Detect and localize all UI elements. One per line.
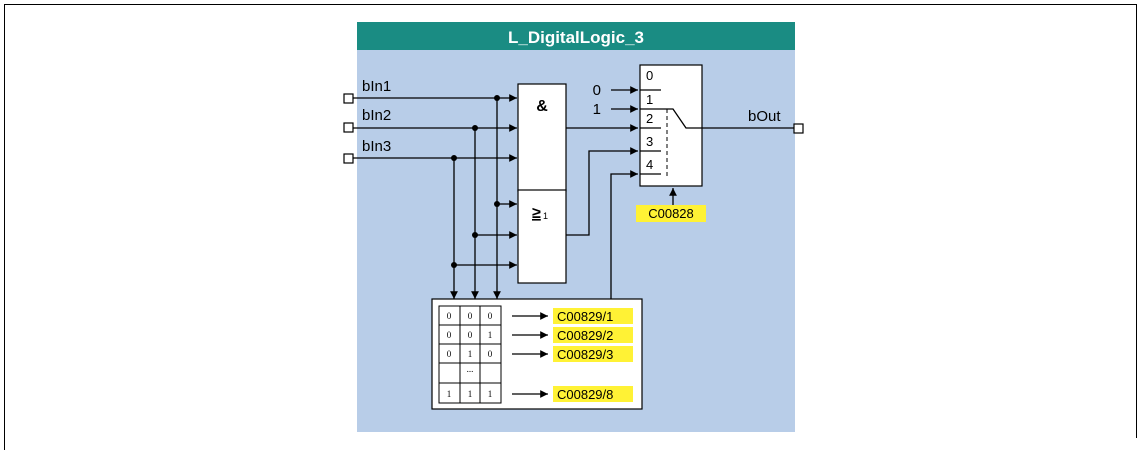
selector-position-4: 4 xyxy=(646,157,653,172)
tt-cell: 1 xyxy=(488,330,493,340)
selector-code[interactable]: C00828 xyxy=(648,206,694,221)
page-frame xyxy=(4,4,1137,450)
tt-cell: 0 xyxy=(447,349,452,359)
input-wires xyxy=(353,94,517,299)
tt-cell: 0 xyxy=(468,311,473,321)
tt-code-3[interactable]: C00829/3 xyxy=(557,347,613,362)
truth-table-code-highlights xyxy=(553,308,633,402)
truth-table-arrows xyxy=(512,312,548,398)
tt-cell: 0 xyxy=(488,311,493,321)
selector-position-0: 0 xyxy=(646,68,653,83)
const-input-1: 1 xyxy=(593,101,601,118)
tt-cell: 0 xyxy=(447,330,452,340)
or-gate-subscript: 1 xyxy=(543,211,548,221)
selector-switch xyxy=(639,64,703,187)
input-pin-bin2[interactable] xyxy=(343,122,354,133)
tt-code-8[interactable]: C00829/8 xyxy=(557,387,613,402)
tt-cell: 1 xyxy=(468,349,473,359)
tt-cell: 0 xyxy=(468,330,473,340)
block-title: L_DigitalLogic_3 xyxy=(508,28,644,47)
input-label-bin3: bIn3 xyxy=(362,138,391,155)
output-label: bOut xyxy=(748,108,781,125)
tt-cell: 0 xyxy=(488,349,493,359)
selector-input-wires xyxy=(566,86,638,299)
output-pin-bout[interactable] xyxy=(793,123,804,134)
tt-cell: 0 xyxy=(447,311,452,321)
or-gate-symbol: ≥ xyxy=(532,205,541,222)
block-header xyxy=(357,22,795,50)
tt-cell: 1 xyxy=(488,389,493,399)
input-pin-bin1[interactable] xyxy=(343,93,354,104)
or-gate xyxy=(517,189,567,284)
tt-ellipsis: ... xyxy=(467,364,474,374)
selector-position-2: 2 xyxy=(646,111,653,126)
input-pin-bin3[interactable] xyxy=(343,153,354,164)
input-label-bin2: bIn2 xyxy=(362,107,391,124)
junction-dots xyxy=(451,95,500,268)
selector-contact xyxy=(661,108,702,129)
input-label-bin1: bIn1 xyxy=(362,78,391,95)
tt-cell: 1 xyxy=(447,389,452,399)
tt-code-1[interactable]: C00829/1 xyxy=(557,309,613,324)
truth-table-grid xyxy=(438,305,502,404)
selector-position-1: 1 xyxy=(646,92,653,107)
selector-code-highlight xyxy=(636,205,706,222)
selector-position-lines xyxy=(640,89,661,175)
tt-code-2[interactable]: C00829/2 xyxy=(557,328,613,343)
const-input-0: 0 xyxy=(593,82,601,99)
and-gate-symbol: & xyxy=(536,98,548,115)
tt-cell: 1 xyxy=(468,389,473,399)
selector-position-3: 3 xyxy=(646,134,653,149)
